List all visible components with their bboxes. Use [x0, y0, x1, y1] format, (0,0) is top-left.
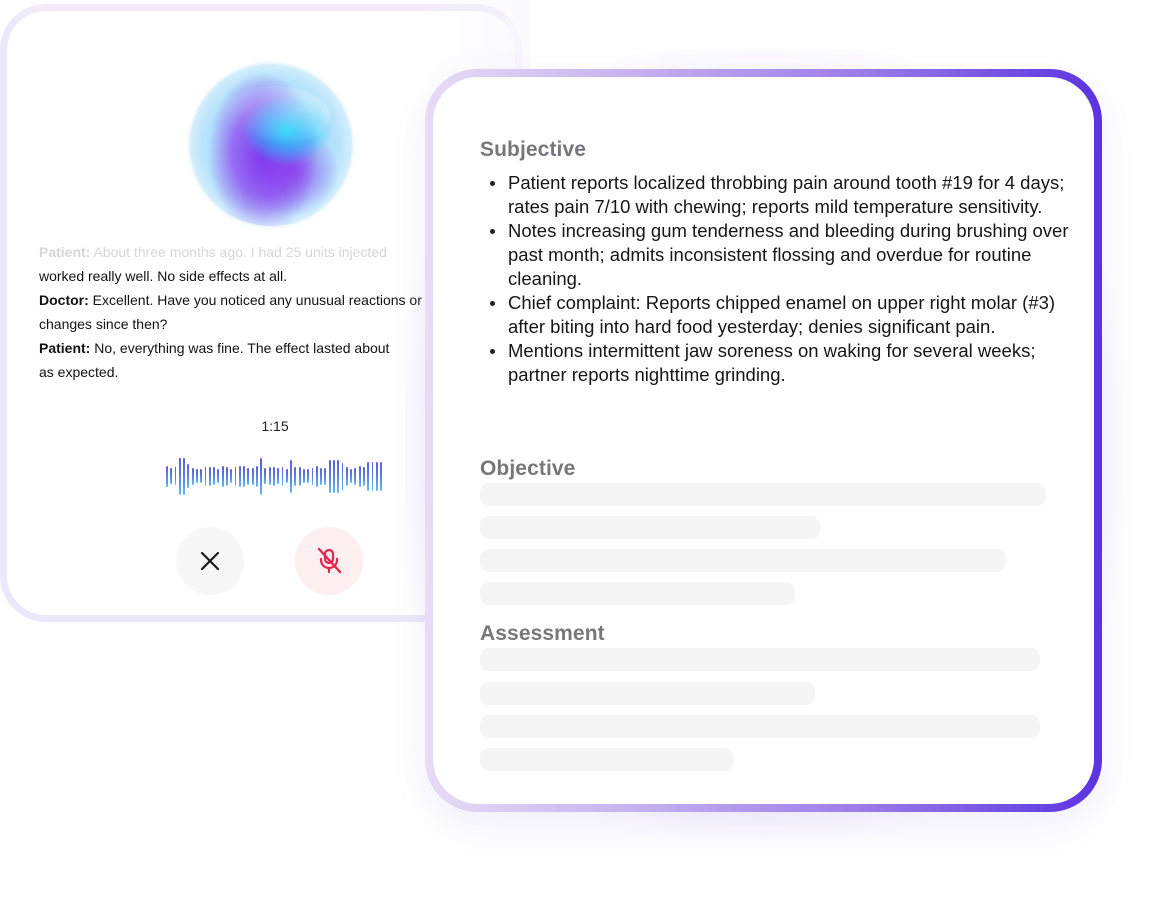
- soap-note-body: Subjective Patient reports localized thr…: [433, 77, 1094, 804]
- mute-microphone-button[interactable]: [295, 527, 363, 595]
- transcript-line: Patient: No, everything was fine. The ef…: [39, 336, 439, 360]
- subjective-item: Chief complaint: Reports chipped enamel …: [490, 291, 1078, 339]
- waveform-bar: [294, 466, 297, 486]
- transcript: Patient: About three months ago. I had 2…: [39, 240, 439, 392]
- microphone-off-icon: [317, 547, 342, 574]
- waveform-bar: [255, 465, 258, 487]
- waveform-bar: [281, 466, 284, 486]
- waveform-bar: [362, 466, 365, 486]
- transcript-text: About three months ago. I had 25 units i…: [90, 244, 387, 260]
- waveform-bar: [251, 467, 254, 485]
- waveform-bar: [200, 469, 203, 483]
- waveform-bar: [375, 461, 378, 491]
- waveform-bar: [191, 467, 194, 485]
- transcript-line: changes since then?: [39, 312, 439, 336]
- recording-timer: 1:15: [261, 418, 289, 434]
- transcript-line: as expected.: [39, 360, 439, 384]
- orb-core: [190, 64, 352, 226]
- waveform-bar: [290, 459, 293, 493]
- waveform-bar: [303, 469, 305, 483]
- waveform-bar: [345, 466, 348, 486]
- waveform-bar: [230, 469, 233, 483]
- objective-skeleton-line: [480, 516, 820, 539]
- assessment-skeleton-line: [480, 748, 733, 771]
- waveform-bar: [277, 468, 280, 484]
- waveform-bar: [273, 466, 275, 486]
- waveform-bar: [208, 466, 211, 486]
- waveform-bar: [213, 467, 215, 485]
- waveform-bar: [243, 465, 245, 487]
- waveform-bar: [311, 467, 314, 485]
- subjective-item: Mentions intermittent jaw soreness on wa…: [490, 339, 1078, 387]
- waveform-bar: [221, 465, 224, 487]
- transcript-line: Patient: About three months ago. I had 2…: [39, 240, 439, 264]
- waveform-bar: [217, 469, 220, 483]
- speaker-label: Patient:: [39, 244, 91, 260]
- waveform-bar: [195, 469, 198, 483]
- waveform-bar: [166, 465, 168, 487]
- transcript-text: No, everything was fine. The effect last…: [90, 340, 390, 356]
- waveform-bar: [264, 468, 267, 484]
- close-icon: [200, 551, 220, 571]
- waveform-bar: [285, 469, 288, 483]
- transcript-line: worked really well. No side effects at a…: [39, 264, 439, 288]
- waveform-bar: [320, 467, 323, 485]
- transcript-text: as expected.: [39, 364, 119, 380]
- waveform-bar: [204, 466, 207, 486]
- waveform-bar: [358, 465, 361, 487]
- cancel-recording-button[interactable]: [176, 527, 244, 595]
- waveform-bar: [225, 466, 228, 486]
- waveform-bar: [247, 467, 250, 485]
- waveform-bar: [307, 469, 310, 483]
- section-title-objective: Objective: [480, 457, 576, 480]
- waveform-bar: [174, 467, 177, 485]
- waveform-bar: [380, 461, 382, 491]
- waveform-bar: [260, 457, 263, 495]
- assessment-skeleton-line: [480, 682, 815, 705]
- waveform-bar: [332, 459, 335, 493]
- objective-skeleton-line: [480, 483, 1046, 506]
- section-title-subjective: Subjective: [480, 138, 587, 161]
- waveform-bar: [354, 467, 357, 485]
- subjective-list: Patient reports localized throbbing pain…: [480, 171, 1078, 387]
- transcript-text: worked really well. No side effects at a…: [39, 268, 287, 284]
- subjective-item: Notes increasing gum tenderness and blee…: [490, 219, 1078, 291]
- speaker-label: Patient:: [39, 340, 91, 356]
- waveform-bar: [367, 461, 370, 491]
- orb-gloss: [220, 86, 330, 146]
- waveform-bar: [328, 459, 331, 493]
- soap-note-card: Subjective Patient reports localized thr…: [425, 69, 1102, 812]
- waveform-bar: [234, 466, 237, 486]
- objective-skeleton-line: [480, 549, 1006, 572]
- waveform-bar: [170, 468, 173, 484]
- waveform-bar: [324, 467, 327, 485]
- assessment-skeleton-line: [480, 715, 1040, 738]
- transcript-line: Doctor: Excellent. Have you noticed any …: [39, 288, 439, 312]
- transcript-text: changes since then?: [39, 316, 168, 332]
- transcript-line-cut: ———: [39, 384, 439, 392]
- waveform-bar: [298, 466, 301, 486]
- objective-skeleton-line: [480, 582, 795, 605]
- transcript-text: Excellent. Have you noticed any unusual …: [88, 292, 422, 308]
- waveform-bar: [350, 469, 352, 483]
- speaker-label: Doctor:: [39, 292, 89, 308]
- waveform-bar: [187, 464, 190, 488]
- audio-waveform: [166, 451, 390, 501]
- assessment-skeleton-line: [480, 648, 1040, 671]
- waveform-bar: [238, 465, 241, 487]
- subjective-item: Patient reports localized throbbing pain…: [490, 171, 1078, 219]
- waveform-bar: [341, 462, 344, 490]
- section-title-assessment: Assessment: [480, 622, 605, 645]
- waveform-bar: [337, 459, 340, 493]
- waveform-bar: [371, 461, 374, 491]
- voice-orb-icon: [174, 48, 368, 242]
- waveform-bar: [178, 457, 181, 495]
- waveform-bar: [268, 467, 271, 485]
- speaker-label: ———: [39, 388, 81, 392]
- waveform-bar: [183, 457, 186, 495]
- waveform-bar: [315, 465, 318, 487]
